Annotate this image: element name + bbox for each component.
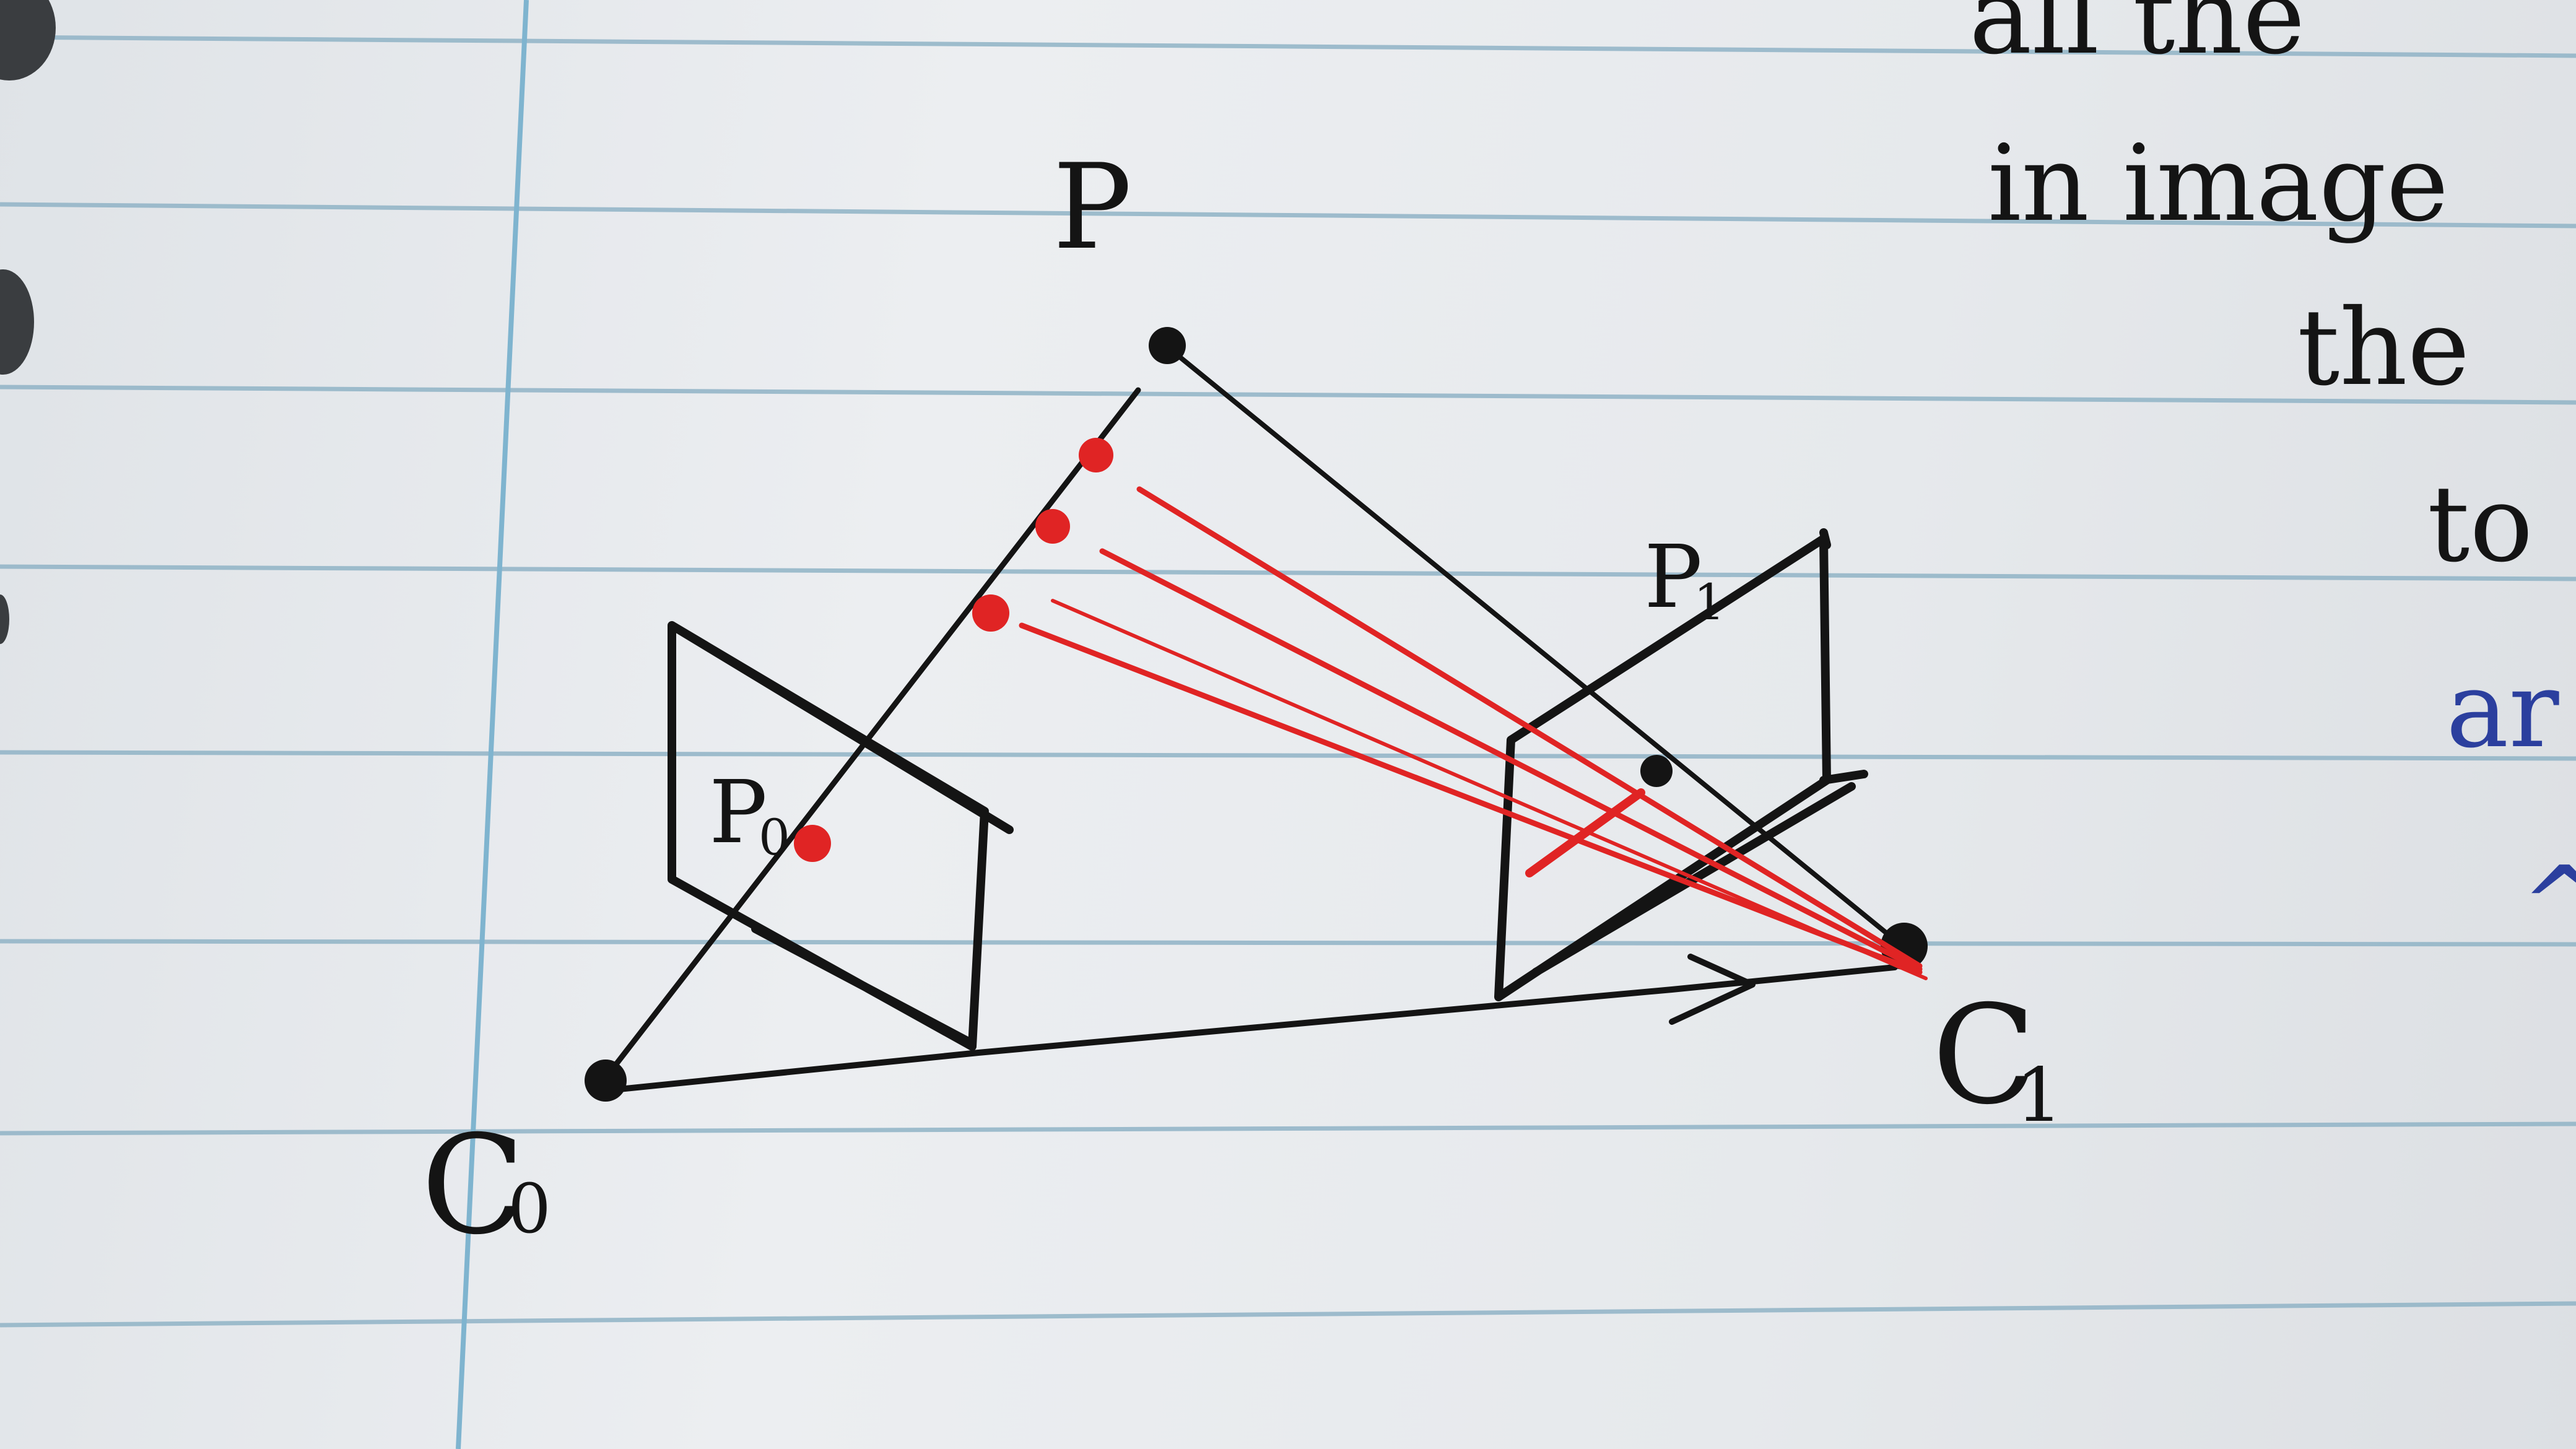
epipolar-segment (1525, 788, 1645, 877)
red-ray-4 (1051, 599, 1928, 980)
punch-hole (0, 594, 9, 644)
camera-c0-center (585, 1060, 627, 1102)
red-sketch (1019, 486, 1928, 980)
projection-p1-point (1640, 755, 1673, 787)
punch-holes (0, 0, 56, 644)
red-points (794, 438, 1113, 862)
baseline-c0-c1 (610, 964, 1898, 1093)
red-ray-3 (1019, 622, 1923, 975)
image-plane-left (668, 621, 1014, 1051)
margin-note-4: to (2427, 463, 2533, 586)
label-p0-subscript: 0 (759, 809, 790, 866)
label-c1: C (1932, 976, 2036, 1134)
label-p1: P (1644, 527, 1702, 628)
margin-note-2: in image (1988, 123, 2448, 245)
margin-note-5: ar (2446, 649, 2559, 772)
projection-p0-point (794, 825, 831, 862)
label-p1-subscript: 1 (1694, 573, 1725, 631)
candidate-point-3 (972, 594, 1009, 632)
margin-notes: all the in image the to ar ^ (1969, 0, 2576, 967)
label-c0-subscript: 0 (508, 1169, 551, 1248)
ruled-lines (0, 35, 2576, 1328)
red-ray-1 (1136, 486, 1923, 969)
image-plane-right (1494, 528, 1868, 1001)
label-c0: C (421, 1106, 525, 1264)
point-p (1149, 327, 1186, 364)
label-c1-subscript: 1 (2016, 1053, 2063, 1139)
punch-hole (0, 269, 34, 375)
margin-note-1: all the (1969, 0, 2305, 78)
red-ray-2 (1099, 548, 1923, 972)
label-p0: P (709, 762, 767, 863)
margin-line (456, 0, 529, 1449)
ray-c0-to-p (610, 387, 1141, 1071)
candidate-point-1 (1079, 438, 1113, 472)
punch-hole (0, 0, 56, 80)
label-p: P (1053, 139, 1132, 276)
ray-p-to-c1 (1165, 344, 1907, 950)
candidate-point-2 (1035, 509, 1070, 544)
baseline-arrowhead (1669, 954, 1756, 1025)
margin-note-3: the (2297, 287, 2469, 409)
margin-note-6: ^ (2520, 844, 2576, 967)
